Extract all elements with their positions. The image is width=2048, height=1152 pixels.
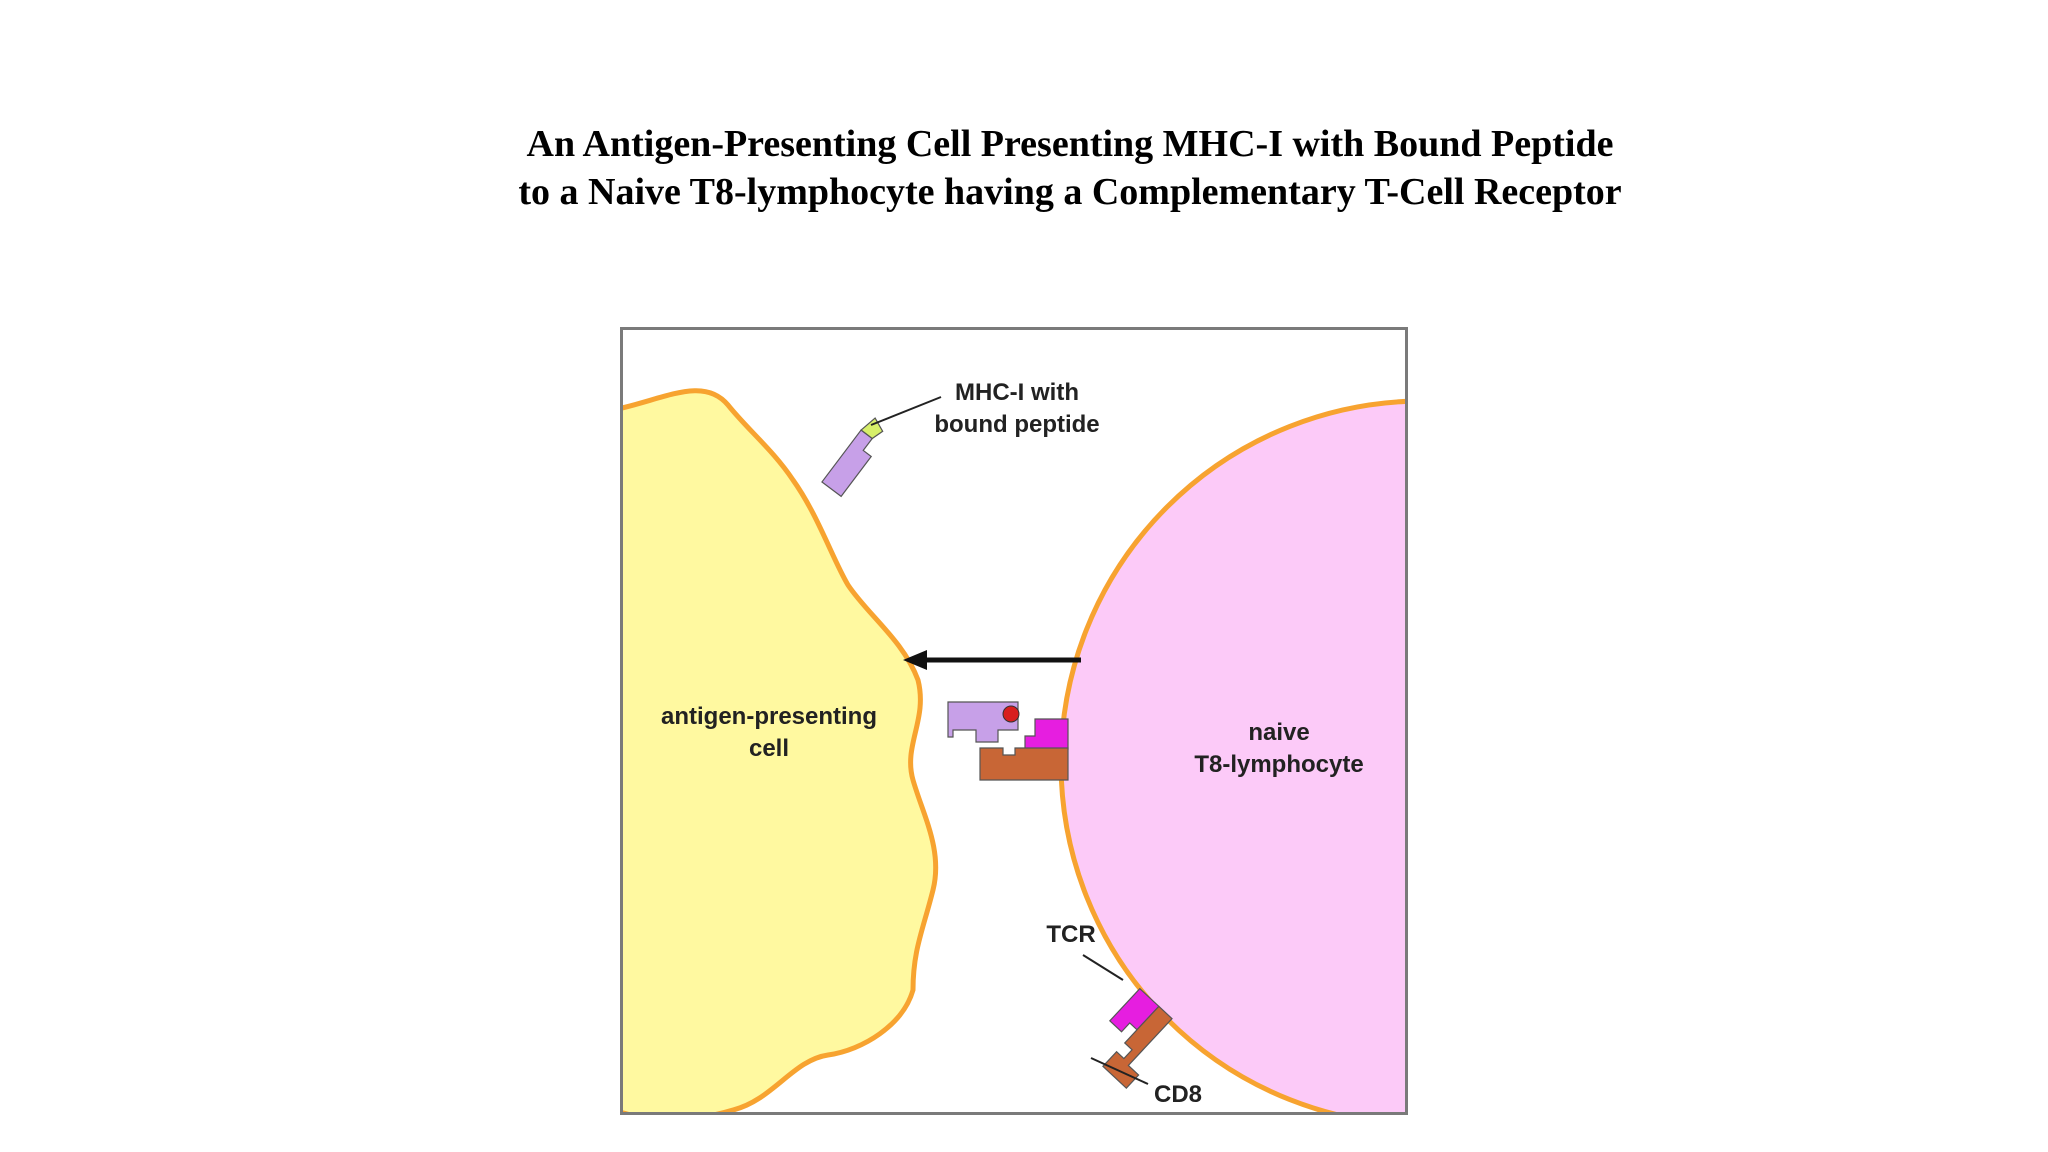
title-line-1: An Antigen-Presenting Cell Presenting MH… xyxy=(526,123,1614,165)
tcr-label: TCR xyxy=(1046,921,1095,948)
mhc-label-line-1: MHC-I with xyxy=(955,379,1079,406)
slide-title: An Antigen-Presenting Cell Presenting MH… xyxy=(0,120,2048,216)
tcell-label-line-1: naive xyxy=(1248,719,1309,746)
diagram-frame: MHC-I with bound peptide antigen-present… xyxy=(620,327,1408,1115)
bound-cd8 xyxy=(979,747,1069,781)
presented-mhc-i xyxy=(947,701,1020,743)
mhc-leader-line xyxy=(870,396,942,426)
diagram-canvas: MHC-I with bound peptide antigen-present… xyxy=(623,379,1405,1112)
title-line-2: to a Naive T8-lymphocyte having a Comple… xyxy=(518,171,1622,213)
apc-label-line-2: cell xyxy=(749,735,789,762)
movement-arrow xyxy=(903,650,1081,670)
presented-peptide xyxy=(1002,705,1020,723)
antigen-presenting-cell xyxy=(623,388,939,1112)
bound-tcr xyxy=(1024,718,1069,750)
free-tcr-cd8 xyxy=(1102,987,1173,1090)
cd8-label: CD8 xyxy=(1154,1081,1202,1108)
mhc-label-line-2: bound peptide xyxy=(934,411,1099,438)
free-cd8 xyxy=(1102,1005,1173,1090)
tcr-leader-line xyxy=(1082,954,1124,981)
free-mhc-i xyxy=(821,417,884,498)
apc-label-line-1: antigen-presenting xyxy=(661,703,877,730)
cd8-leader-line xyxy=(1090,1057,1149,1085)
tcell-label-line-2: T8-lymphocyte xyxy=(1194,751,1363,778)
